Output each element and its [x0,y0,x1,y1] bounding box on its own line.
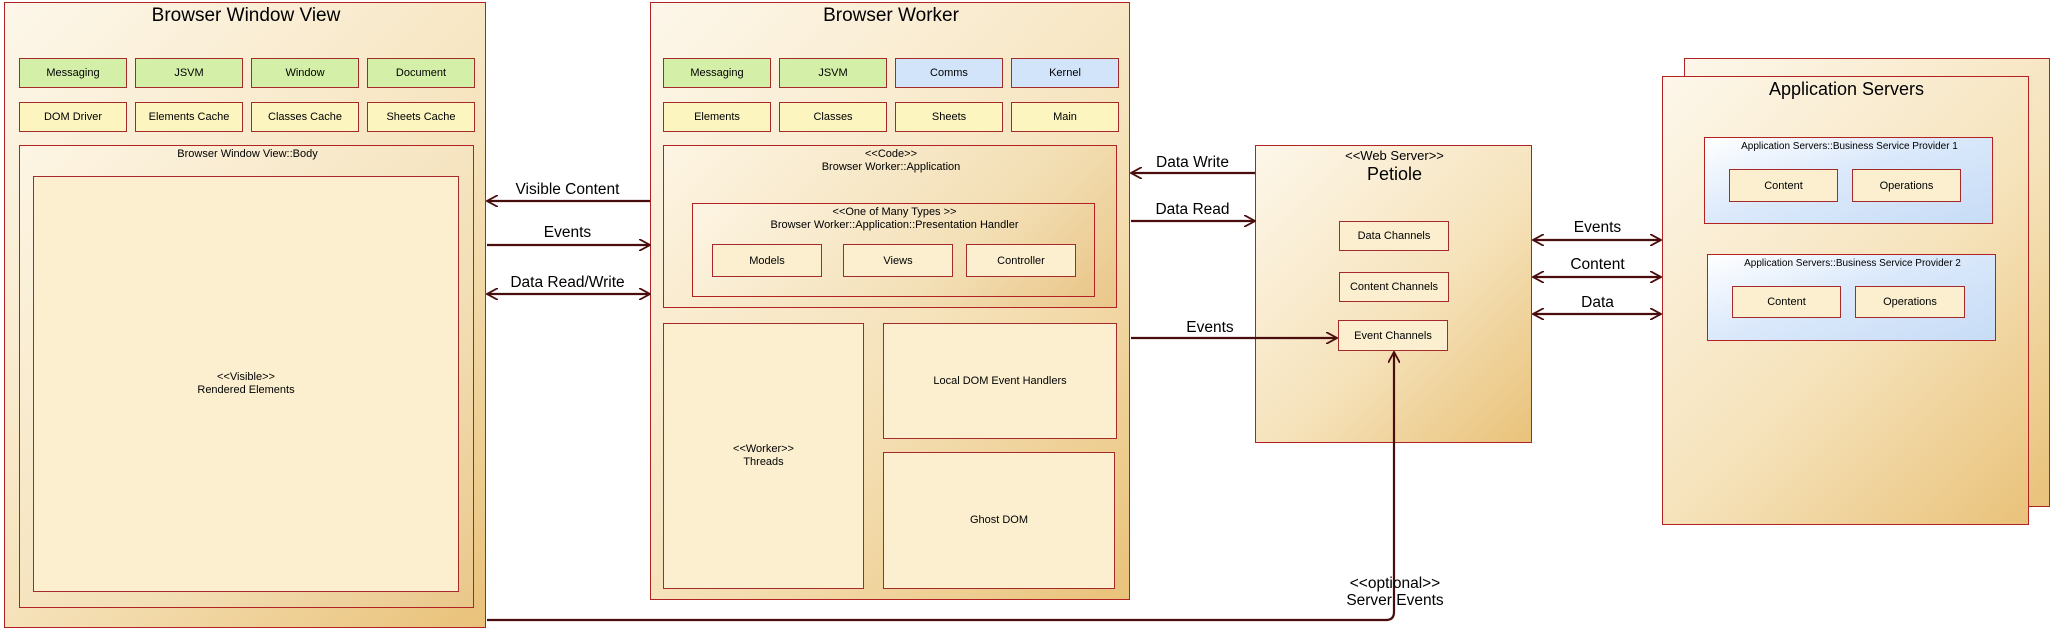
rendered-elements: <<Visible>> Rendered Elements [33,176,459,592]
presentation-handler-stereotype: <<One of Many Types >> [832,206,957,218]
provider-2-operations: Operations [1855,286,1965,318]
label-data-write: Data Write [1156,154,1229,171]
provider-1-operations: Operations [1852,169,1961,202]
label-data-read-write: Data Read/Write [510,274,625,291]
bw-application-stereotype: <<Code>> [865,148,917,160]
bwv-dom-driver: DOM Driver [19,102,127,132]
event-channels: Event Channels [1338,320,1448,351]
bw-elements: Elements [663,102,771,132]
bwv-document: Document [367,58,475,88]
bwv-window: Window [251,58,359,88]
worker-threads-name: Threads [743,456,784,468]
provider-2-content: Content [1732,286,1841,318]
bw-kernel: Kernel [1011,58,1119,88]
label-data-right: Data [1581,294,1614,311]
provider-1-title: Application Servers::Business Service Pr… [1741,141,1958,152]
bwv-body-title: Browser Window View::Body [177,148,318,160]
rendered-elements-stereotype: <<Visible>> [217,371,275,383]
bwv-messaging: Messaging [19,58,127,88]
bw-jsvm: JSVM [779,58,887,88]
bwv-elements-cache: Elements Cache [135,102,243,132]
provider-2-title: Application Servers::Business Service Pr… [1744,258,1961,269]
bw-comms: Comms [895,58,1003,88]
mvc-models: Models [712,244,822,277]
bw-messaging: Messaging [663,58,771,88]
bwv-classes-cache: Classes Cache [251,102,359,132]
label-events-right: Events [1573,219,1622,236]
ghost-dom-label: Ghost DOM [969,514,1029,526]
ghost-dom: Ghost DOM [883,452,1115,589]
bw-classes: Classes [779,102,887,132]
browser-window-view-title: Browser Window View [151,5,341,26]
petiole-name: Petiole [1366,164,1423,184]
label-content-right: Content [1570,256,1625,273]
label-data-read: Data Read [1155,201,1230,218]
local-dom-event-handlers: Local DOM Event Handlers [883,323,1117,439]
mvc-controller: Controller [966,244,1076,277]
browser-worker-title: Browser Worker [823,5,959,26]
label-server-events: Server Events [1346,592,1444,609]
worker-threads-stereotype: <<Worker>> [733,443,794,455]
provider-1-content: Content [1729,169,1838,202]
bw-application-name: Browser Worker::Application [821,161,961,173]
mvc-views: Views [843,244,953,277]
presentation-handler-name: Browser Worker::Application::Presentatio… [770,219,1019,231]
worker-threads: <<Worker>> Threads [663,323,864,589]
rendered-elements-name: Rendered Elements [197,384,295,396]
label-events-left: Events [543,224,592,241]
application-servers-title: Application Servers [1768,79,1925,99]
arrow-optional-server-events [487,352,1394,622]
content-channels: Content Channels [1339,272,1449,302]
data-channels: Data Channels [1339,221,1449,251]
petiole-stereotype: <<Web Server>> [1345,148,1444,163]
bwv-jsvm: JSVM [135,58,243,88]
bwv-sheets-cache: Sheets Cache [367,102,475,132]
label-events-mid: Events [1186,319,1234,336]
label-visible-content: Visible Content [515,181,620,198]
bw-sheets: Sheets [895,102,1003,132]
label-optional-stereotype: <<optional>> [1349,575,1441,592]
bw-main: Main [1011,102,1119,132]
local-dom-event-handlers-label: Local DOM Event Handlers [933,374,1067,387]
